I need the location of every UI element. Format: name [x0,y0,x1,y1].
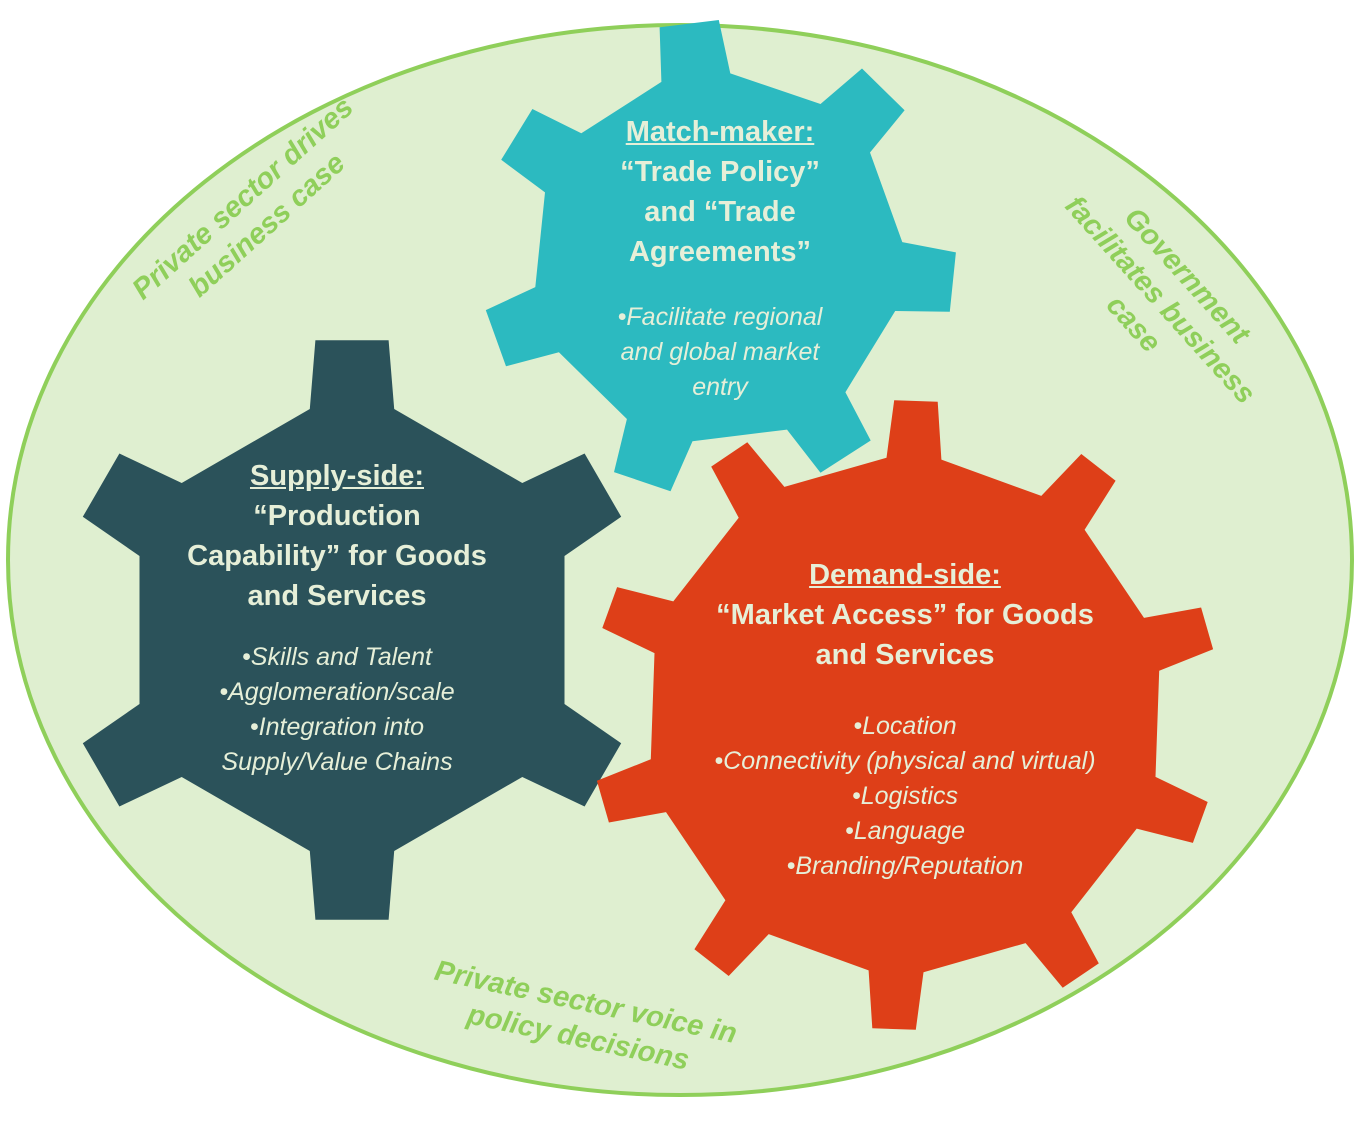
demand-bullet: •Language [845,817,965,845]
matchmaker-text: Match-maker: “Trade Policy” and “Trade A… [560,112,880,405]
matchmaker-bullet: •Facilitate regional [617,303,823,331]
supply-title: Supply-side: “Production Capability” for… [152,456,522,616]
supply-bullet: •Skills and Talent [242,643,432,671]
matchmaker-gear [485,20,956,492]
supply-line-3: and Services [247,580,427,612]
demand-text: Demand-side: “Market Access” for Goods a… [660,555,1150,884]
matchmaker-bullet: and global market [620,338,820,366]
matchmaker-heading: Match-maker: [625,116,815,148]
supply-line-2: Capability” for Goods [187,540,487,572]
demand-heading: Demand-side: [809,559,1001,591]
demand-bullet: •Branding/Reputation [786,852,1024,880]
demand-gear [596,400,1214,1030]
matchmaker-line-3: Agreements” [628,236,812,268]
demand-bullets: •Location •Connectivity (physical and vi… [660,709,1150,884]
demand-bullet: •Logistics [851,782,959,810]
supply-text: Supply-side: “Production Capability” for… [152,456,522,780]
supply-heading: Supply-side: [249,460,424,492]
demand-line-2: and Services [815,639,995,671]
supply-line-1: “Production [253,500,421,532]
supply-bullet: •Integration into [249,713,425,741]
matchmaker-line-1: “Trade Policy” [620,156,820,188]
demand-title: Demand-side: “Market Access” for Goods a… [660,555,1150,675]
supply-gear [82,340,622,920]
demand-line-1: “Market Access” for Goods [716,599,1094,631]
matchmaker-bullets: •Facilitate regional and global market e… [560,300,880,405]
supply-bullet: •Agglomeration/scale [219,678,455,706]
matchmaker-title: Match-maker: “Trade Policy” and “Trade A… [560,112,880,272]
matchmaker-line-2: and “Trade [644,196,796,228]
demand-bullet: •Connectivity (physical and virtual) [714,747,1096,775]
matchmaker-bullet: entry [692,373,748,401]
supply-bullets: •Skills and Talent •Agglomeration/scale … [152,640,522,780]
demand-bullet: •Location [853,712,957,740]
supply-bullet: Supply/Value Chains [221,748,453,776]
